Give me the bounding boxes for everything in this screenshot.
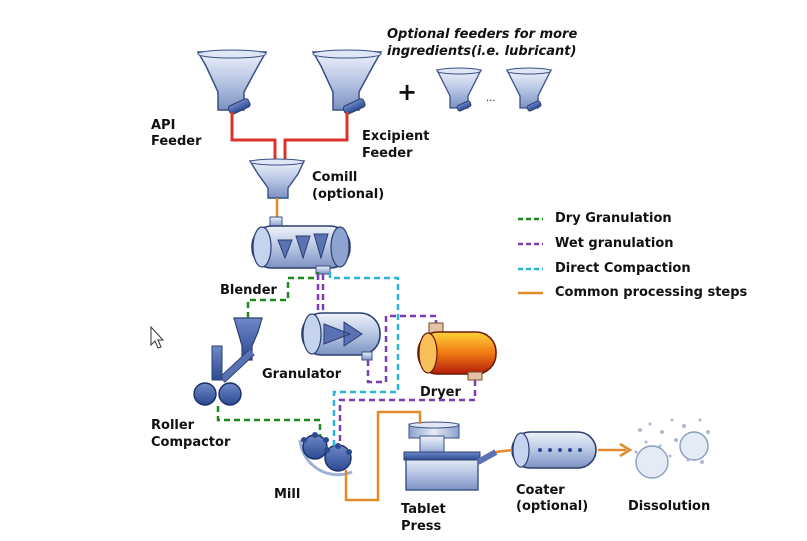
blender-icon: [251, 216, 351, 275]
dissolution-icon: [634, 418, 710, 479]
compactor-feed-hopper-icon: [211, 317, 263, 383]
legend-wet-granulation: Wet granulation: [555, 236, 674, 251]
blender-label: Blender: [220, 283, 277, 298]
common-steps-path: [344, 410, 626, 502]
granulator-label: Granulator: [262, 367, 342, 382]
ellipsis: ...: [486, 93, 496, 104]
roller-compactor-label-1: Roller: [151, 418, 195, 433]
excipient-feeder-hopper-icon: [311, 49, 383, 115]
api-feeder-hopper-icon: [196, 49, 268, 115]
feed-lines: [230, 112, 349, 160]
coater-label-2: (optional): [516, 499, 589, 514]
coater-label-1: Coater: [516, 483, 565, 498]
dissolution-label: Dissolution: [628, 499, 711, 514]
excipient-feeder-label-2: Feeder: [362, 146, 413, 161]
diagram-title-line1: Optional feeders for more: [387, 27, 578, 42]
plus-symbol: +: [397, 78, 418, 106]
diagram-title-line2: ingredients(i.e. lubricant): [387, 44, 577, 59]
roller-compactor-icon: [193, 382, 242, 406]
mill-icon: [298, 432, 353, 477]
comill-hopper-icon: [248, 158, 306, 199]
legend-swatches: [518, 217, 543, 295]
api-feeder-label-1: API: [151, 118, 176, 133]
legend-common-steps: Common processing steps: [555, 285, 748, 300]
comill-label-2: (optional): [312, 187, 385, 202]
granulator-icon: [301, 312, 381, 361]
roller-compactor-label-2: Compactor: [151, 435, 231, 450]
optional-feeder-1-hopper-icon: [435, 67, 483, 112]
tablet-press-label-1: Tablet: [401, 502, 446, 517]
legend-direct-compaction: Direct Compaction: [555, 261, 691, 276]
excipient-feeder-label-1: Excipient: [362, 129, 430, 144]
mill-label: Mill: [274, 487, 301, 502]
api-feeder-label-2: Feeder: [151, 134, 202, 149]
tablet-press-icon: [403, 421, 498, 491]
dryer-label: Dryer: [420, 385, 461, 400]
optional-feeder-2-hopper-icon: [505, 67, 553, 112]
direct-compaction-path: [328, 272, 400, 446]
cursor-icon: [150, 325, 165, 349]
coater-icon: [511, 431, 597, 469]
dryer-icon: [417, 322, 497, 381]
tablet-press-label-2: Press: [401, 519, 442, 534]
arrow-to-dissolution: [619, 442, 633, 458]
comill-label-1: Comill: [312, 170, 358, 185]
legend-dry-granulation: Dry Granulation: [555, 211, 672, 226]
